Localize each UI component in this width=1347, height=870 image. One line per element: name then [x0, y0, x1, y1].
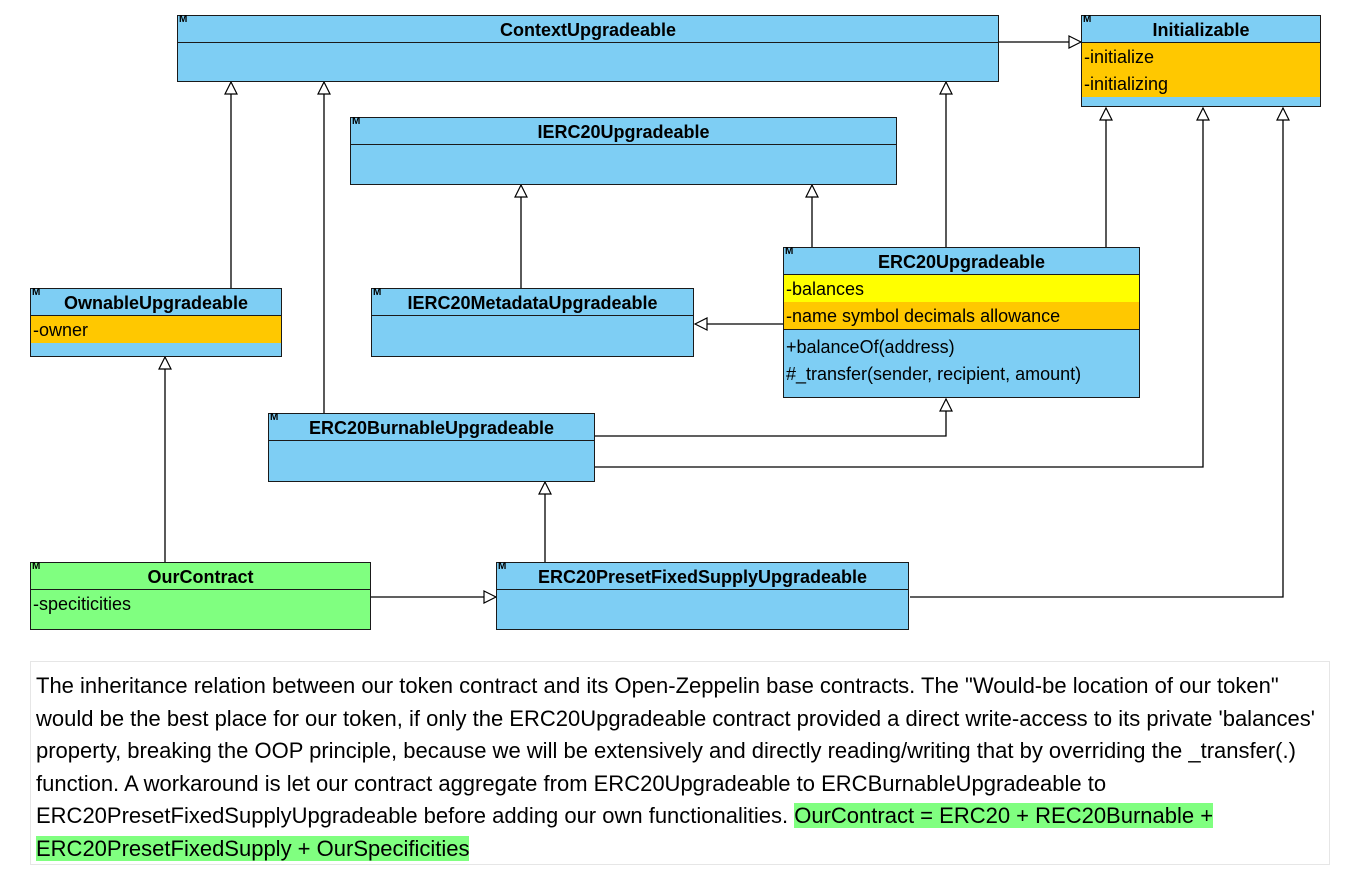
stereotype-marker: M [32, 287, 41, 298]
class-name: ERC20Upgradeable [784, 248, 1139, 275]
edge-burnable-to-initializable [595, 108, 1203, 468]
stereotype-marker: M [1083, 14, 1092, 25]
operation-list: +balanceOf(address) #_transfer(sender, r… [784, 330, 1139, 388]
attribute: -speciticities [33, 594, 132, 614]
class-context-upgradeable: M ContextUpgradeable [177, 14, 999, 82]
attribute-list: -initialize -initializing [1082, 43, 1320, 97]
class-ierc20-upgradeable: M IERC20Upgradeable [350, 116, 897, 185]
class-our-contract: M OurContract -speciticities [30, 561, 371, 630]
stereotype-marker: M [32, 561, 41, 572]
stereotype-marker: M [785, 246, 794, 257]
class-name: ContextUpgradeable [178, 16, 998, 43]
attribute-list: -balances -name symbol decimals allowanc… [784, 275, 1139, 330]
attribute-list: -speciticities [31, 590, 370, 617]
attribute: -balances [784, 275, 1139, 302]
stereotype-marker: M [498, 561, 507, 572]
class-name: Initializable [1082, 16, 1320, 43]
class-name: ERC20BurnableUpgradeable [269, 414, 594, 441]
uml-class-diagram: M ContextUpgradeable M Initializable -in… [0, 0, 1347, 650]
class-initializable: M Initializable -initialize -initializin… [1081, 14, 1321, 107]
stereotype-marker: M [352, 116, 361, 127]
caption-text: The inheritance relation between our tok… [36, 673, 1315, 828]
inheritance-connectors [0, 0, 1347, 650]
class-name: OurContract [31, 563, 370, 590]
edge-preset-to-initializable [910, 108, 1283, 598]
class-name: IERC20Upgradeable [351, 118, 896, 145]
operation: #_transfer(sender, recipient, amount) [786, 364, 1082, 384]
class-name: IERC20MetadataUpgradeable [372, 289, 693, 316]
attribute: -name symbol decimals allowance [784, 302, 1139, 329]
class-erc20-preset-fixed-supply-upgradeable: M ERC20PresetFixedSupplyUpgradeable [496, 561, 909, 630]
attribute: -initialize [1082, 43, 1320, 70]
class-name: ERC20PresetFixedSupplyUpgradeable [497, 563, 908, 590]
operation: +balanceOf(address) [786, 337, 955, 357]
stereotype-marker: M [270, 412, 279, 423]
class-ownable-upgradeable: M OwnableUpgradeable -owner [30, 287, 282, 357]
class-erc20-burnable-upgradeable: M ERC20BurnableUpgradeable [268, 412, 595, 482]
stereotype-marker: M [373, 287, 382, 298]
class-ierc20-metadata-upgradeable: M IERC20MetadataUpgradeable [371, 287, 694, 357]
class-erc20-upgradeable: M ERC20Upgradeable -balances -name symbo… [783, 246, 1140, 398]
attribute: -initializing [1082, 70, 1320, 97]
attribute-list: -owner [31, 316, 281, 343]
diagram-caption: The inheritance relation between our tok… [30, 661, 1330, 865]
class-name: OwnableUpgradeable [31, 289, 281, 316]
stereotype-marker: M [179, 14, 188, 25]
edge-burnable-to-erc20 [595, 399, 946, 437]
attribute: -owner [31, 316, 281, 343]
